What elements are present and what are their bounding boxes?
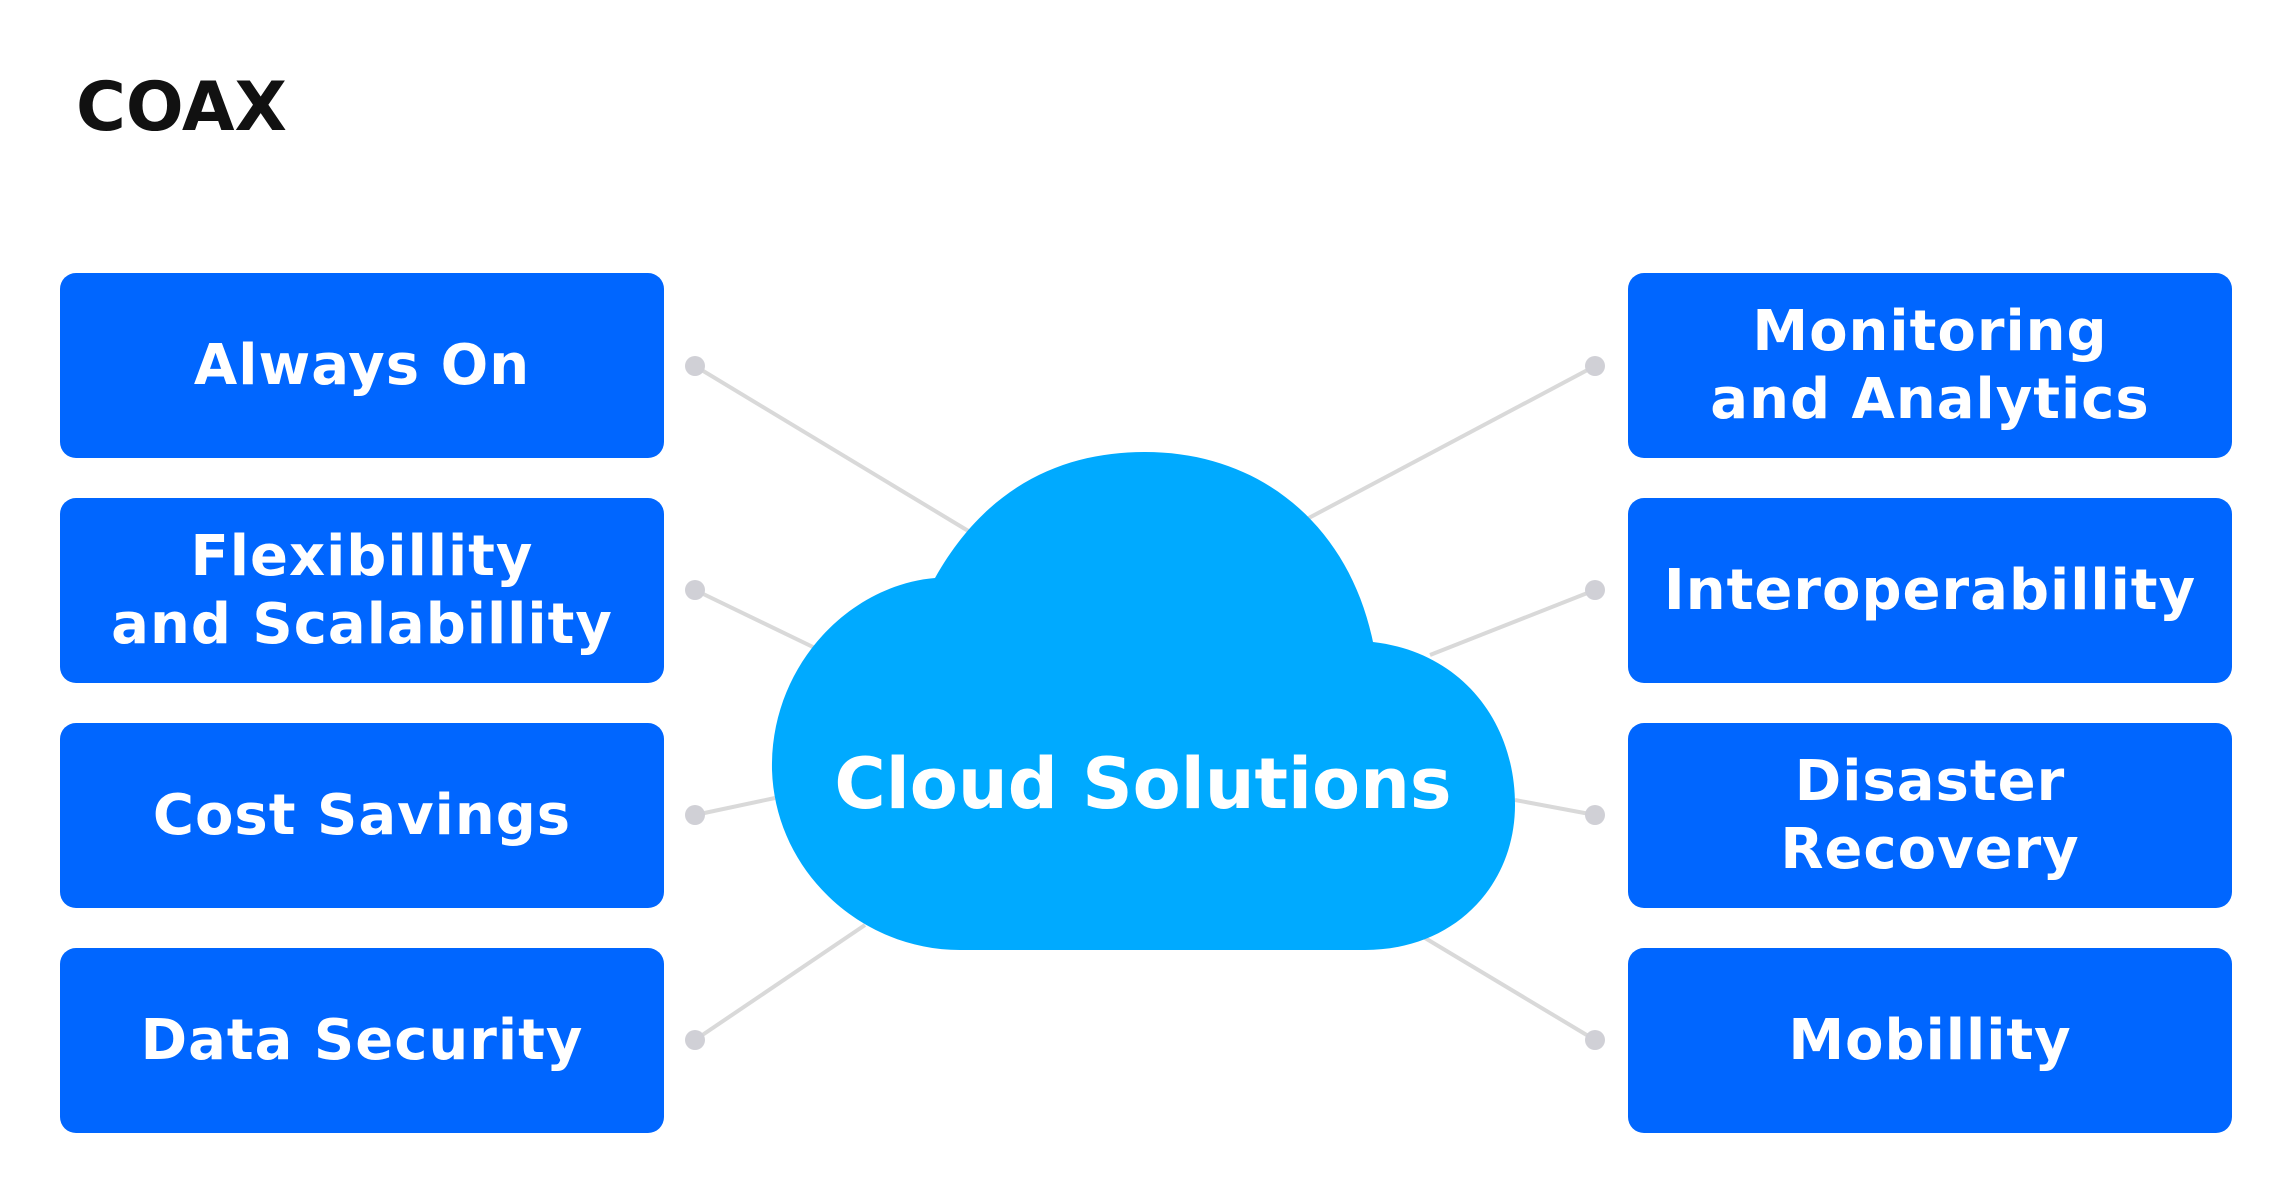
cloud-icon (771, 452, 1515, 950)
feature-label: Disaster Recovery (1780, 748, 2080, 882)
feature-box-mobility: Mobillity (1628, 948, 2232, 1133)
connector-flexibility (694, 588, 816, 650)
connector-cost-savings (694, 796, 776, 817)
feature-box-disaster-recovery: Disaster Recovery (1628, 723, 2232, 908)
connector-dot (685, 1030, 705, 1050)
connector-disaster-recovery (1514, 798, 1596, 817)
connector-interoperability (1429, 588, 1596, 657)
connector-dot (685, 805, 705, 825)
connector-monitoring (1304, 364, 1596, 522)
feature-box-monitoring: Monitoring and Analytics (1628, 273, 2232, 458)
connector-dot (1585, 805, 1605, 825)
feature-label: Mobillity (1788, 1007, 2072, 1073)
center-label: Cloud Solutions (834, 743, 1451, 825)
feature-box-always-on: Always On (60, 273, 664, 458)
feature-box-flexibility: Flexibillity and Scalabillity (60, 498, 664, 683)
feature-label: Monitoring and Analytics (1710, 298, 2150, 432)
feature-label: Interoperabillity (1663, 557, 2197, 623)
feature-label: Flexibillity and Scalabillity (111, 523, 613, 657)
cloud-shape: Cloud Solutions (771, 452, 1515, 950)
connectors (685, 356, 1605, 1050)
connector-dot (1585, 356, 1605, 376)
feature-box-interoperability: Interoperabillity (1628, 498, 2232, 683)
feature-label: Always On (193, 332, 531, 398)
logo-text: COAX (76, 70, 287, 144)
feature-box-cost-savings: Cost Savings (60, 723, 664, 908)
connector-dot (685, 580, 705, 600)
feature-box-data-security: Data Security (60, 948, 664, 1133)
feature-label: Data Security (140, 1007, 584, 1073)
connector-data-security (693, 923, 867, 1042)
coax-logo: COAX (76, 70, 287, 144)
connector-dot (685, 356, 705, 376)
connector-always-on (693, 364, 972, 534)
feature-label: Cost Savings (152, 782, 572, 848)
connector-dot (1585, 580, 1605, 600)
connector-mobility (1418, 933, 1597, 1042)
connector-dot (1585, 1030, 1605, 1050)
